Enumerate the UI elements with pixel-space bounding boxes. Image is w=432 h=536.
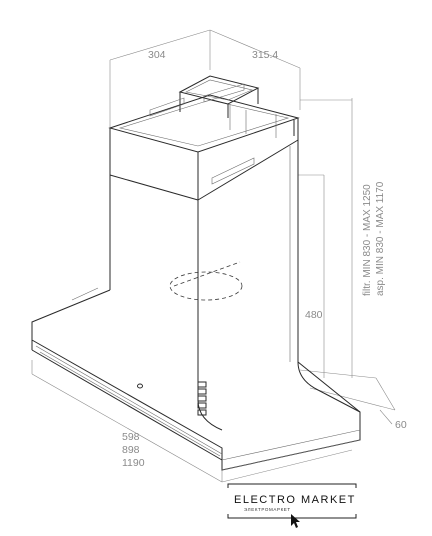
dim-chimney-filtr-label: filtr. MIN 830 - MAX 1250 [362,184,373,296]
cursor-icon [291,514,300,528]
dim-width-top-label: 315.4 [252,49,278,61]
dim-front-depth-label: 60 [395,419,407,431]
dim-width-898-label: 898 [122,444,140,456]
chimney-lower [71,140,299,400]
dim-depth-label: 304 [148,49,166,61]
chimney-upper [108,75,300,232]
dim-body-height-label: 480 [305,309,323,321]
dim-width-1190-label: 1190 [122,457,145,469]
logo-brand-text: ELECTRO MARKET [234,494,356,506]
dim-width-598-label: 598 [122,431,140,443]
dim-chimney-asp-label: asp. MIN 830 - MAX 1170 [375,181,386,296]
electro-market-logo: ELECTRO MARKET ЭЛЕКТРОМАРКЕТ [227,483,357,528]
dimension-lines [31,29,396,483]
logo-tagline-text: ЭЛЕКТРОМАРКЕТ [244,507,291,512]
exhaust-outlet-dashed [169,261,243,301]
hood-canopy [31,289,361,471]
